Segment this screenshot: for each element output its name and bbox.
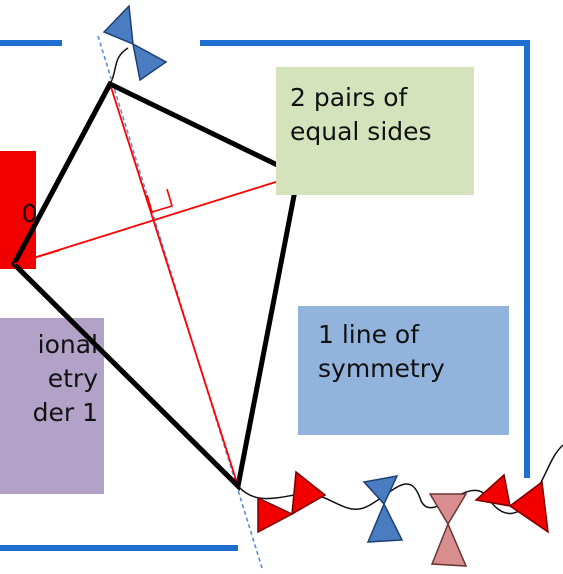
angle-label-box: 0° bbox=[0, 151, 36, 269]
bow-icon-pink bbox=[430, 494, 466, 566]
bow-icon-top bbox=[104, 6, 166, 80]
line-symmetry-line-2: symmetry bbox=[318, 352, 501, 386]
rotational-symmetry-line-1: ional bbox=[0, 328, 98, 362]
kite-top-string bbox=[110, 48, 128, 84]
angle-label: 0° bbox=[22, 197, 36, 231]
equal-sides-line-1: 2 pairs of bbox=[290, 81, 464, 115]
bow-icon-red-1 bbox=[258, 472, 325, 532]
right-angle-icon bbox=[147, 189, 172, 212]
equal-sides-box: 2 pairs of equal sides bbox=[276, 67, 474, 195]
equal-sides-line-2: equal sides bbox=[290, 115, 464, 149]
bow-icon-red-2 bbox=[476, 475, 548, 532]
line-symmetry-box: 1 line of symmetry bbox=[298, 306, 509, 435]
bow-icon-blue-bottom bbox=[364, 476, 402, 542]
rotational-symmetry-box: ional etry der 1 bbox=[0, 318, 104, 494]
rotational-symmetry-line-2: etry bbox=[0, 362, 98, 396]
line-symmetry-line-1: 1 line of bbox=[318, 318, 501, 352]
rotational-symmetry-line-3: der 1 bbox=[0, 396, 98, 430]
